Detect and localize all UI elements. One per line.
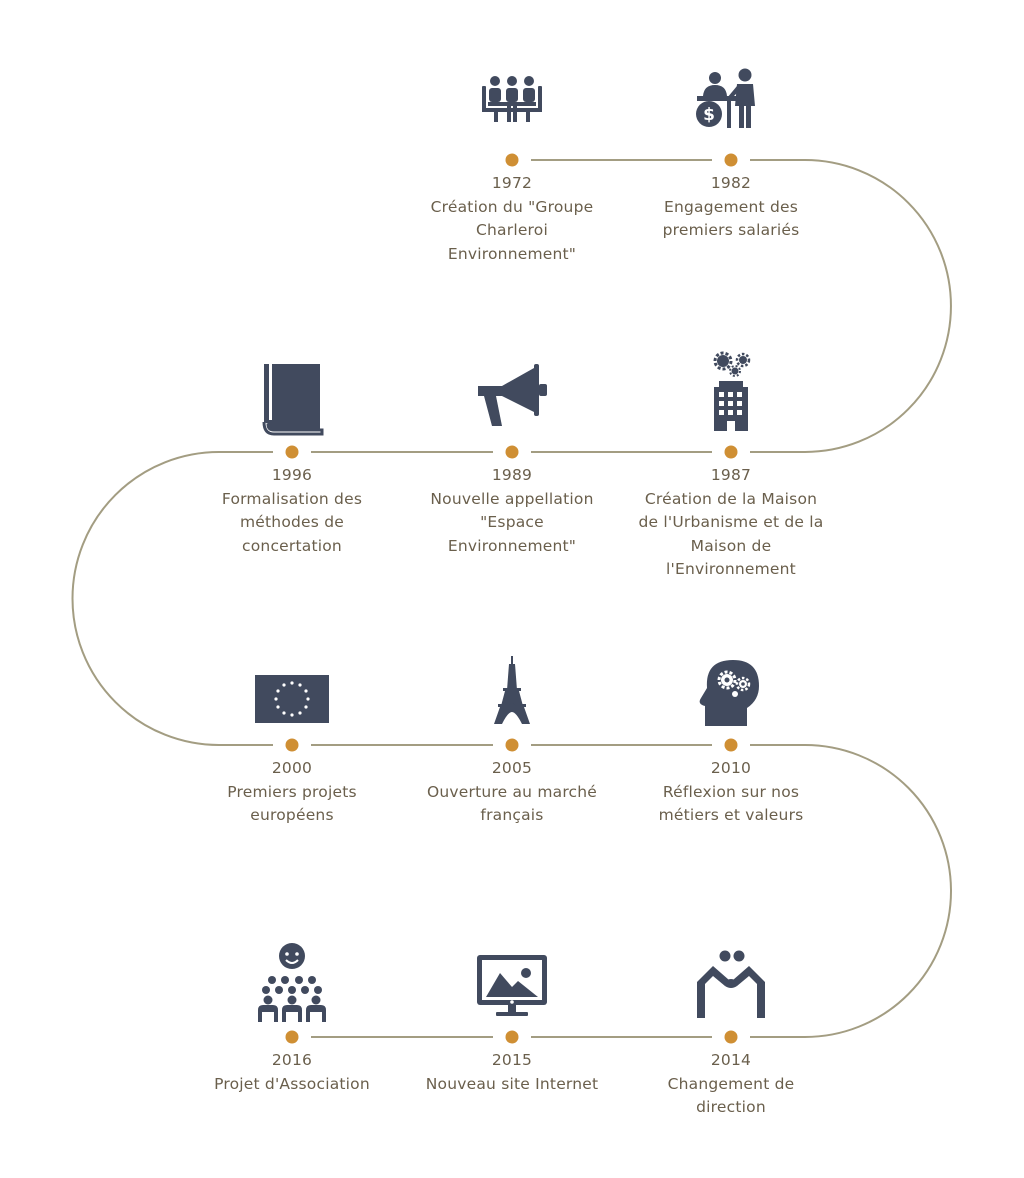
milestone-dot-2015 bbox=[505, 1030, 519, 1044]
milestone-dot-1989 bbox=[505, 445, 519, 459]
milestone-dot-2010 bbox=[724, 738, 738, 752]
handshake-icon bbox=[697, 950, 765, 1018]
milestone-dot-2000 bbox=[285, 738, 299, 752]
crowd-icon bbox=[257, 942, 327, 1023]
milestone-dot-1987 bbox=[724, 445, 738, 459]
milestone-description: Réflexion sur nos métiers et valeurs bbox=[658, 782, 804, 825]
building-gears-icon bbox=[714, 353, 749, 431]
milestone-year: 2000 bbox=[271, 759, 313, 777]
milestone-year: 2015 bbox=[491, 1051, 533, 1069]
monitor-image-icon bbox=[477, 955, 547, 1016]
milestone-dot-2016 bbox=[285, 1030, 299, 1044]
milestone-year: 1972 bbox=[491, 174, 533, 192]
milestone-year: 1987 bbox=[710, 466, 752, 484]
milestone-dot-1996 bbox=[285, 445, 299, 459]
milestone-description: Engagement des premiers salariés bbox=[662, 197, 800, 240]
milestone-year: 1989 bbox=[491, 466, 533, 484]
book-icon bbox=[262, 362, 324, 436]
head-gears-icon bbox=[698, 658, 761, 728]
milestone-description: Nouvelle appellation "Espace Environneme… bbox=[430, 489, 594, 555]
eu-flag-icon bbox=[255, 675, 329, 723]
milestone-description: Création du "Groupe Charleroi Environnem… bbox=[430, 197, 594, 263]
milestone-dot-1972 bbox=[505, 153, 519, 167]
milestone-year: 1996 bbox=[271, 466, 313, 484]
milestone-description: Changement de direction bbox=[667, 1074, 795, 1117]
milestone-year: 2010 bbox=[710, 759, 752, 777]
milestone-description: Projet d'Association bbox=[214, 1074, 370, 1093]
milestone-dot-2005 bbox=[505, 738, 519, 752]
milestone-description: Premiers projets européens bbox=[227, 782, 357, 825]
hiring-salary-icon bbox=[696, 68, 755, 128]
meeting-table-icon bbox=[482, 76, 542, 122]
milestone-description: Formalisation des méthodes de concertati… bbox=[221, 489, 363, 555]
milestone-dot-2014 bbox=[724, 1030, 738, 1044]
milestone-year: 2005 bbox=[491, 759, 533, 777]
milestone-dot-1982 bbox=[724, 153, 738, 167]
milestone-description: Ouverture au marché français bbox=[426, 782, 598, 825]
megaphone-icon bbox=[478, 364, 547, 426]
milestone-year: 2014 bbox=[710, 1051, 752, 1069]
eiffel-tower-icon bbox=[494, 656, 530, 724]
timeline-track bbox=[71, 159, 952, 1038]
milestone-year: 2016 bbox=[271, 1051, 313, 1069]
milestone-description: Création de la Maison de l'Urbanisme et … bbox=[638, 489, 824, 579]
milestone-year: 1982 bbox=[710, 174, 752, 192]
milestone-description: Nouveau site Internet bbox=[425, 1074, 599, 1093]
